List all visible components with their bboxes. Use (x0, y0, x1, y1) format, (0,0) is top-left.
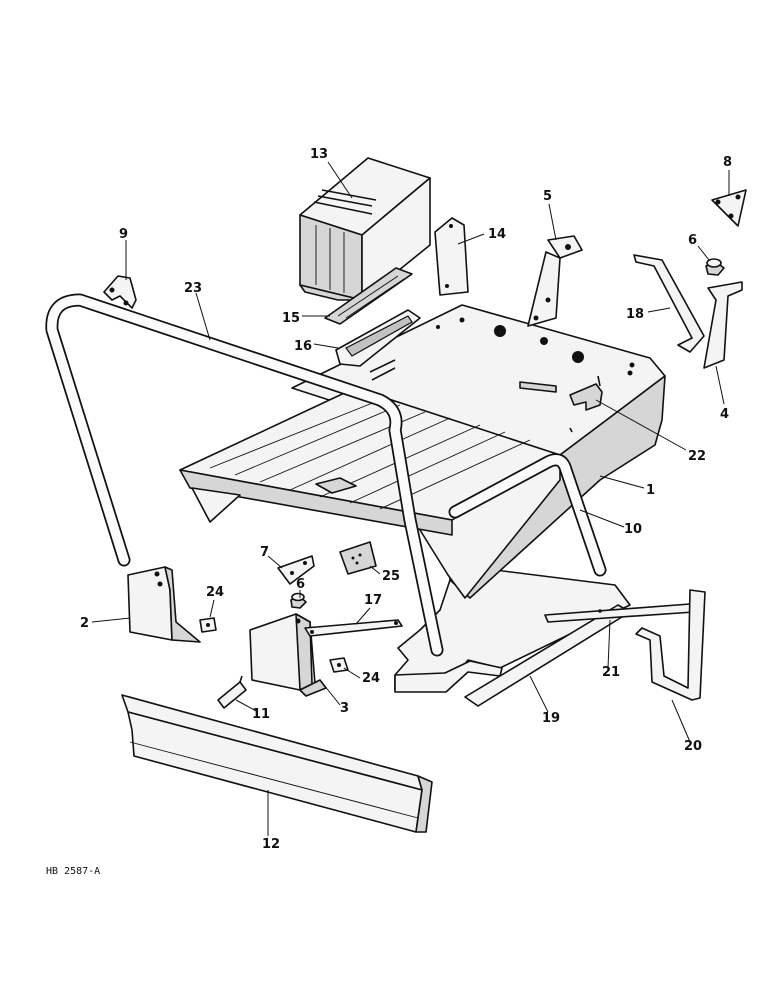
leader-lines (91, 161, 730, 836)
part-10-rear-tube (448, 453, 607, 577)
part-6-bushing-upper (705, 258, 725, 276)
part-7-plate (277, 555, 315, 585)
callout-8: 8 (723, 155, 732, 170)
part-9-clip (103, 275, 137, 309)
part-24-washer-lower (329, 657, 349, 673)
callout-3: 3 (340, 701, 349, 716)
part-19-floor-plate (394, 564, 631, 707)
part-1-platform (179, 304, 666, 599)
callout-25: 25 (382, 569, 400, 584)
part-15-channel (324, 267, 413, 325)
callout-20: 20 (684, 739, 702, 754)
part-20-bracket (635, 589, 706, 701)
callout-2: 2 (80, 616, 89, 631)
part-18-strap (633, 254, 705, 353)
callout-6-lower: 6 (296, 577, 305, 592)
callout-19: 19 (542, 711, 560, 726)
part-3-bracket (249, 613, 327, 697)
part-11-clip (217, 675, 247, 709)
part-17-brace (304, 619, 403, 637)
callout-labels: 13 14 5 8 6 9 23 15 16 18 4 22 1 10 2 24… (80, 147, 732, 852)
callout-21: 21 (602, 665, 620, 680)
callout-14: 14 (488, 227, 506, 242)
callout-22: 22 (688, 449, 706, 464)
callout-9: 9 (119, 227, 128, 242)
callout-4: 4 (720, 407, 729, 422)
callout-5: 5 (543, 189, 552, 204)
figure-id: HB 2587-A (46, 866, 101, 877)
callout-11: 11 (252, 707, 270, 722)
part-12-channel (121, 694, 433, 833)
part-23-roll-bar (45, 293, 444, 657)
callout-16: 16 (294, 339, 312, 354)
part-22-bracket (569, 375, 603, 433)
callout-7: 7 (260, 545, 269, 560)
part-6-bushing-lower (290, 592, 307, 609)
part-13-housing (299, 157, 431, 301)
callout-23: 23 (184, 281, 202, 296)
callout-6-upper: 6 (688, 233, 697, 248)
part-16-channel-guide (335, 309, 421, 381)
callout-18: 18 (626, 307, 644, 322)
part-2-bracket (127, 566, 201, 643)
callout-12: 12 (262, 837, 280, 852)
part-25-plate (339, 541, 377, 575)
callout-17: 17 (364, 593, 382, 608)
callout-15: 15 (282, 311, 300, 326)
callout-10: 10 (624, 522, 642, 537)
part-4-bracket (703, 281, 743, 369)
callout-24-lower: 24 (362, 671, 380, 686)
callout-24-left: 24 (206, 585, 224, 600)
callout-1: 1 (646, 483, 655, 498)
part-5-bracket (527, 235, 583, 327)
part-24-washer-left (199, 617, 217, 633)
part-14-plate (434, 217, 469, 296)
callout-13: 13 (310, 147, 328, 162)
